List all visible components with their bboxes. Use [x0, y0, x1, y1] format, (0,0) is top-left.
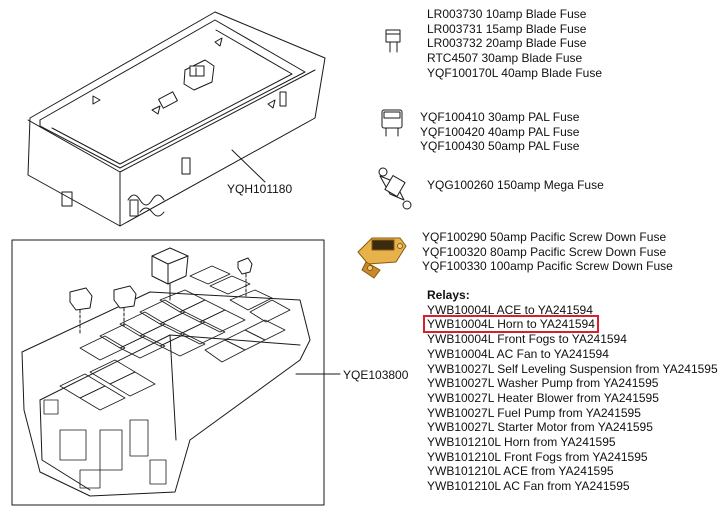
relay-item: YWB101210L ACE from YA241595 — [427, 464, 614, 479]
relay-item: YWB10004L ACE to YA241594 — [427, 302, 593, 317]
blade-fuse-icon — [385, 29, 401, 53]
pacific-fuse-item: YQF100330 100amp Pacific Screw Down Fuse — [422, 259, 673, 274]
blade-fuse-item: RTC4507 30amp Blade Fuse — [427, 51, 583, 66]
pacific-fuse-item: YQF100290 50amp Pacific Screw Down Fuse — [422, 230, 667, 244]
pal-fuse-list: YQF100410 30amp PAL Fuse YQF100420 40amp… — [420, 110, 579, 154]
relay-item: YWB101210L Horn from YA241595 — [427, 435, 616, 450]
pal-fuse-item: YQF100410 30amp PAL Fuse — [420, 110, 580, 124]
relay-item: YWB101210L AC Fan from YA241595 — [427, 479, 630, 494]
pacific-fuse-list: YQF100290 50amp Pacific Screw Down Fuse … — [422, 230, 673, 274]
blade-fuse-item: LR003732 20amp Blade Fuse — [427, 36, 587, 51]
relay-item: YWB10027L Starter Motor from YA241595 — [427, 420, 653, 435]
pal-fuse-icon — [381, 109, 403, 137]
mega-fuse-label: YQG100260 150amp Mega Fuse — [427, 178, 604, 192]
mega-fuse-icon — [378, 167, 412, 210]
blade-fuse-list: LR003730 10amp Blade Fuse LR003731 15amp… — [427, 7, 602, 81]
relay-item: YWB10004L Front Fogs to YA241594 — [427, 332, 627, 347]
blade-fuse-item: LR003731 15amp Blade Fuse — [427, 21, 587, 36]
relay-item: YWB10027L Heater Blower from YA241595 — [427, 390, 659, 405]
pal-fuse-item: YQF100420 40amp PAL Fuse — [420, 124, 580, 139]
blade-fuse-item: YQF100170L 40amp Blade Fuse — [427, 65, 603, 80]
relay-item: YWB10004L AC Fan to YA241594 — [427, 346, 609, 361]
loose-fuses — [69, 257, 253, 335]
pacific-fuse-item: YQF100320 80amp Pacific Screw Down Fuse — [422, 244, 667, 259]
relay-item: YWB10027L Fuel Pump from YA241595 — [427, 405, 641, 420]
relay-item-highlighted: YWB10004L Horn to YA241594 — [423, 315, 718, 334]
fuse-box-cover-drawing — [27, 11, 326, 227]
blade-fuse-item: LR003730 10amp Blade Fuse — [427, 7, 587, 21]
relay-item: YWB10027L Washer Pump from YA241595 — [427, 376, 659, 391]
relay-item: YWB10027L Self Leveling Suspension from … — [427, 361, 718, 376]
pacific-fuse-icon — [357, 237, 407, 279]
fuse-box-drawing — [11, 239, 341, 506]
relay-highlight-box: YWB10004L Horn to YA241594 — [423, 315, 599, 334]
callout-fuse-box: YQE103800 — [343, 368, 409, 382]
relay-item: YWB101210L Front Fogs from YA241595 — [427, 449, 648, 464]
callout-fuse-box-cover: YQH101180 — [227, 182, 293, 196]
relays-heading: Relays: — [427, 288, 470, 302]
relay-list: Relays: YWB10004L ACE to YA241594 YWB100… — [423, 288, 718, 494]
pal-fuse-item: YQF100430 50amp PAL Fuse — [420, 139, 580, 154]
